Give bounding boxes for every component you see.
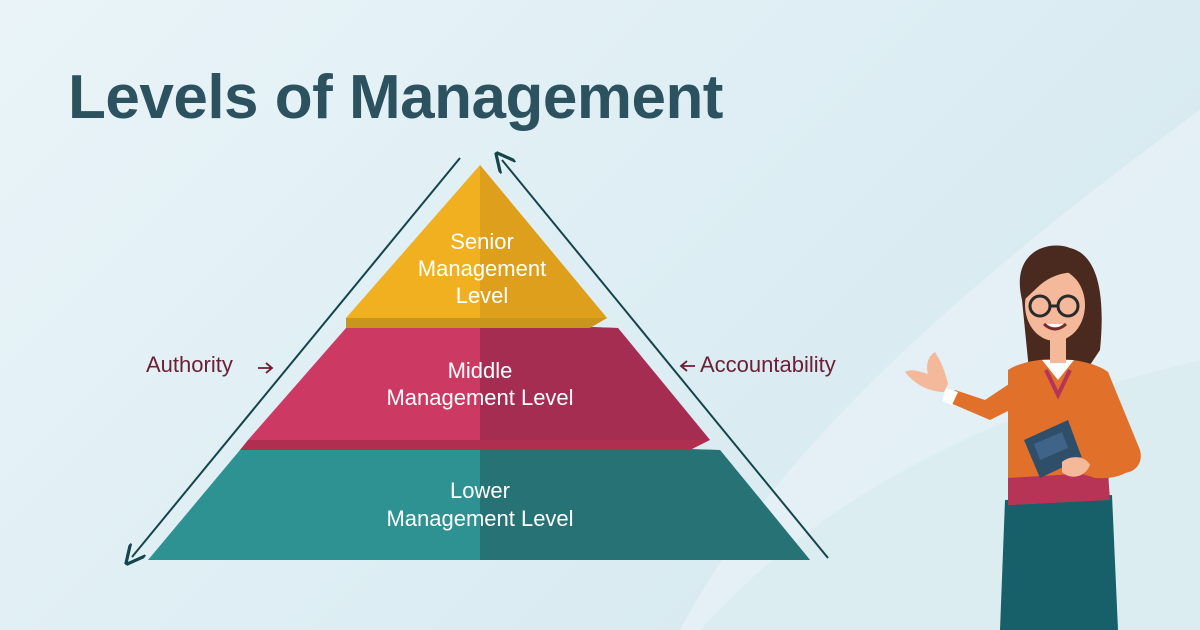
page-title: Levels of Management (68, 63, 723, 132)
authority-pointer-icon (258, 362, 274, 374)
middle-level-line2: Management Level (386, 385, 573, 410)
authority-label: Authority (146, 352, 233, 377)
accountability-pointer-icon (679, 360, 695, 372)
senior-level-line1: Senior (450, 229, 514, 254)
middle-level-tier: Middle Management Level (240, 323, 710, 450)
accountability-arrow (502, 160, 829, 559)
lower-level-tier: Lower Management Level (148, 443, 810, 560)
middle-level-line1: Middle (448, 358, 513, 383)
senior-level-line3: Level (456, 283, 509, 308)
authority-arrow (132, 157, 461, 557)
lower-level-line2: Management Level (386, 506, 573, 531)
accountability-label: Accountability (700, 352, 836, 377)
senior-level-tier: Senior Management Level (346, 165, 607, 328)
senior-level-line2: Management (418, 256, 546, 281)
lower-level-line1: Lower (450, 478, 510, 503)
